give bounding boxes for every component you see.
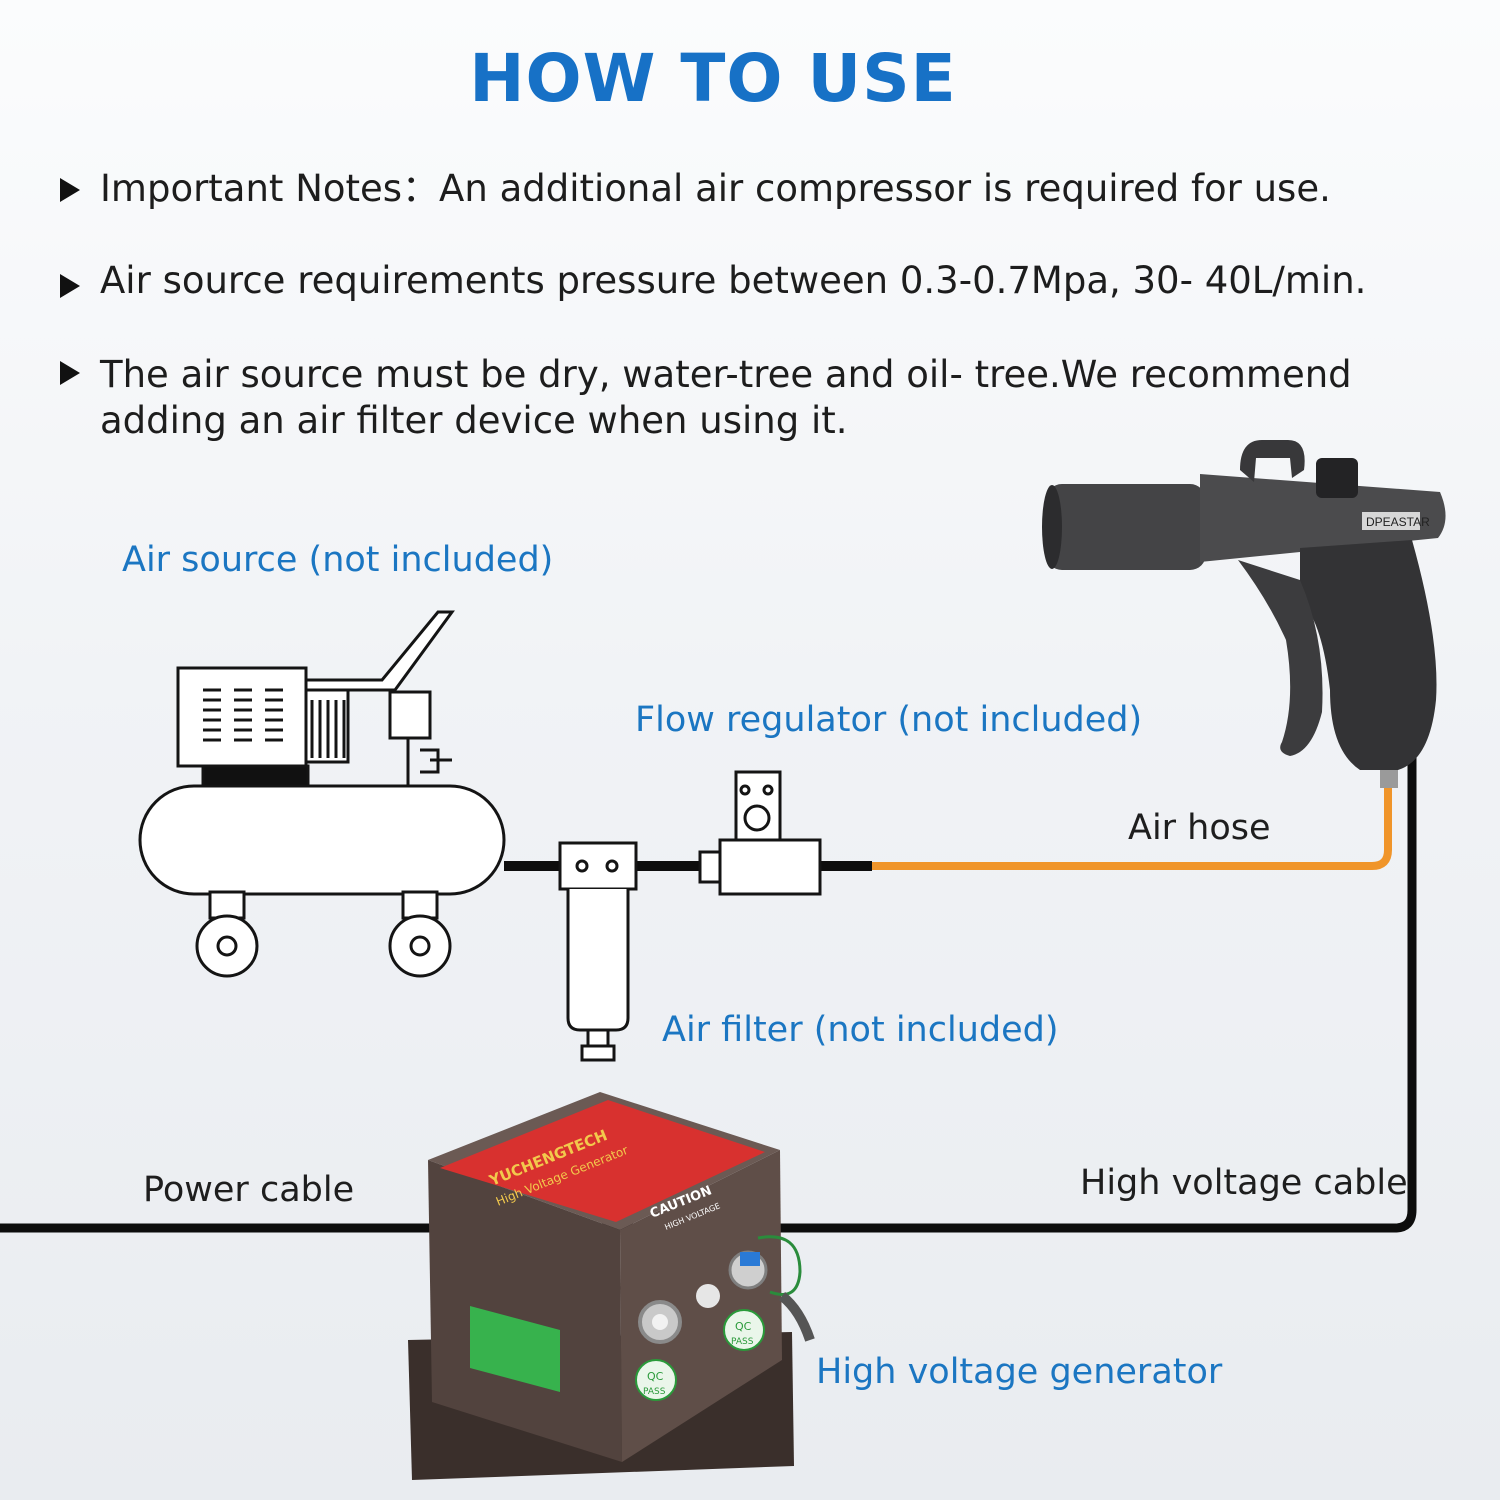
bullet-icon	[60, 274, 80, 298]
label-air-source: Air source (not included)	[122, 540, 554, 580]
note-important: Important Notes：An additional air compre…	[100, 167, 1331, 210]
label-high-voltage-cable: High voltage cable	[1080, 1163, 1408, 1203]
air-compressor-illustration	[138, 610, 506, 978]
label-power-cable: Power cable	[143, 1170, 355, 1210]
air-filter-illustration	[558, 841, 638, 1062]
compressor-vent-icon	[203, 688, 283, 742]
label-air-hose: Air hose	[1128, 808, 1271, 848]
note-dry-air: The air source must be dry, water-tree a…	[100, 353, 1352, 442]
bullet-icon	[60, 178, 80, 202]
power-cable-line	[0, 610, 1417, 1233]
ionizing-air-gun-illustration: DPEASTAR	[1042, 440, 1446, 788]
qc-text: QC	[647, 1370, 664, 1383]
flow-regulator-illustration	[698, 770, 822, 896]
page-title: HOW TO USE	[469, 40, 957, 117]
label-air-filter: Air filter (not included)	[662, 1010, 1059, 1050]
high-voltage-generator-illustration: YUCHENGTECH High Voltage Generator CAUTI…	[408, 1092, 815, 1480]
bullet-icon	[60, 361, 80, 385]
qc-text: QC	[735, 1320, 752, 1333]
label-high-voltage-generator: High voltage generator	[816, 1352, 1223, 1392]
orange-air-hose	[872, 782, 1392, 870]
pass-text: PASS	[643, 1387, 666, 1397]
pass-text: PASS	[731, 1337, 754, 1347]
label-flow-regulator: Flow regulator (not included)	[635, 700, 1143, 740]
note-pressure: Air source requirements pressure between…	[100, 259, 1367, 302]
gun-brand-text: DPEASTAR	[1366, 515, 1430, 529]
